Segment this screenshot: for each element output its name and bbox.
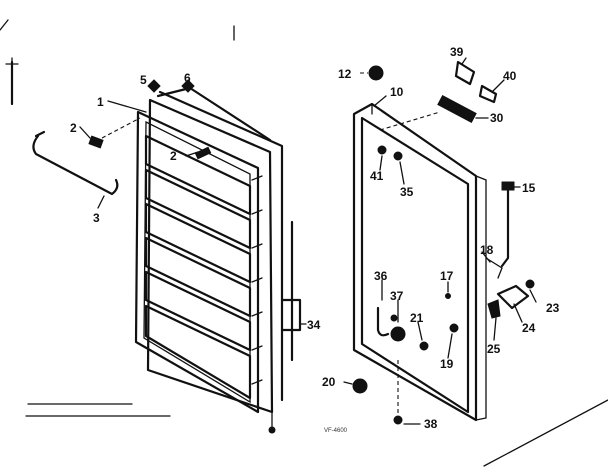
- callout-41: 41: [370, 169, 384, 183]
- callout-36: 36: [374, 269, 388, 283]
- callout-18: 18: [480, 243, 494, 257]
- callout-38: 38: [424, 417, 438, 431]
- callout-17: 17: [440, 269, 454, 283]
- plug-12: [368, 65, 384, 81]
- footer-code: VF-4600: [324, 428, 348, 434]
- callout-34: 34: [307, 318, 321, 332]
- callout-39: 39: [450, 45, 464, 59]
- callout-1: 1: [97, 95, 104, 109]
- bottom-hinge: [496, 284, 530, 310]
- callout-5: 5: [140, 73, 147, 87]
- clip-40: [478, 84, 498, 104]
- callout-24: 24: [522, 321, 536, 335]
- callout-25: 25: [487, 342, 501, 356]
- callout-40: 40: [503, 69, 517, 83]
- callout-19: 19: [440, 357, 454, 371]
- door-liner-assembly: [134, 86, 284, 414]
- callout-20: 20: [322, 375, 336, 389]
- callout-2b: 2: [170, 149, 177, 163]
- callout-15: 15: [522, 181, 536, 195]
- callout-23: 23: [546, 301, 560, 315]
- outer-door-frame: [352, 102, 487, 422]
- handle-screw: [88, 135, 104, 149]
- callout-37: 37: [390, 289, 404, 303]
- callout-2a: 2: [70, 121, 77, 135]
- callout-6: 6: [184, 71, 191, 85]
- callout-30a: 30: [490, 111, 504, 125]
- callout-10: 10: [390, 85, 404, 99]
- clip-39: [454, 60, 476, 86]
- callout-21: 21: [410, 311, 424, 325]
- door-handle: [32, 134, 119, 196]
- handle-bar: [437, 94, 477, 124]
- callout-35: 35: [400, 185, 414, 199]
- hinge-bracket: [500, 182, 510, 268]
- plug-20: [352, 378, 368, 394]
- callout-12: 12: [338, 67, 352, 81]
- latch-36: [376, 306, 390, 337]
- callout-3: 3: [93, 211, 100, 225]
